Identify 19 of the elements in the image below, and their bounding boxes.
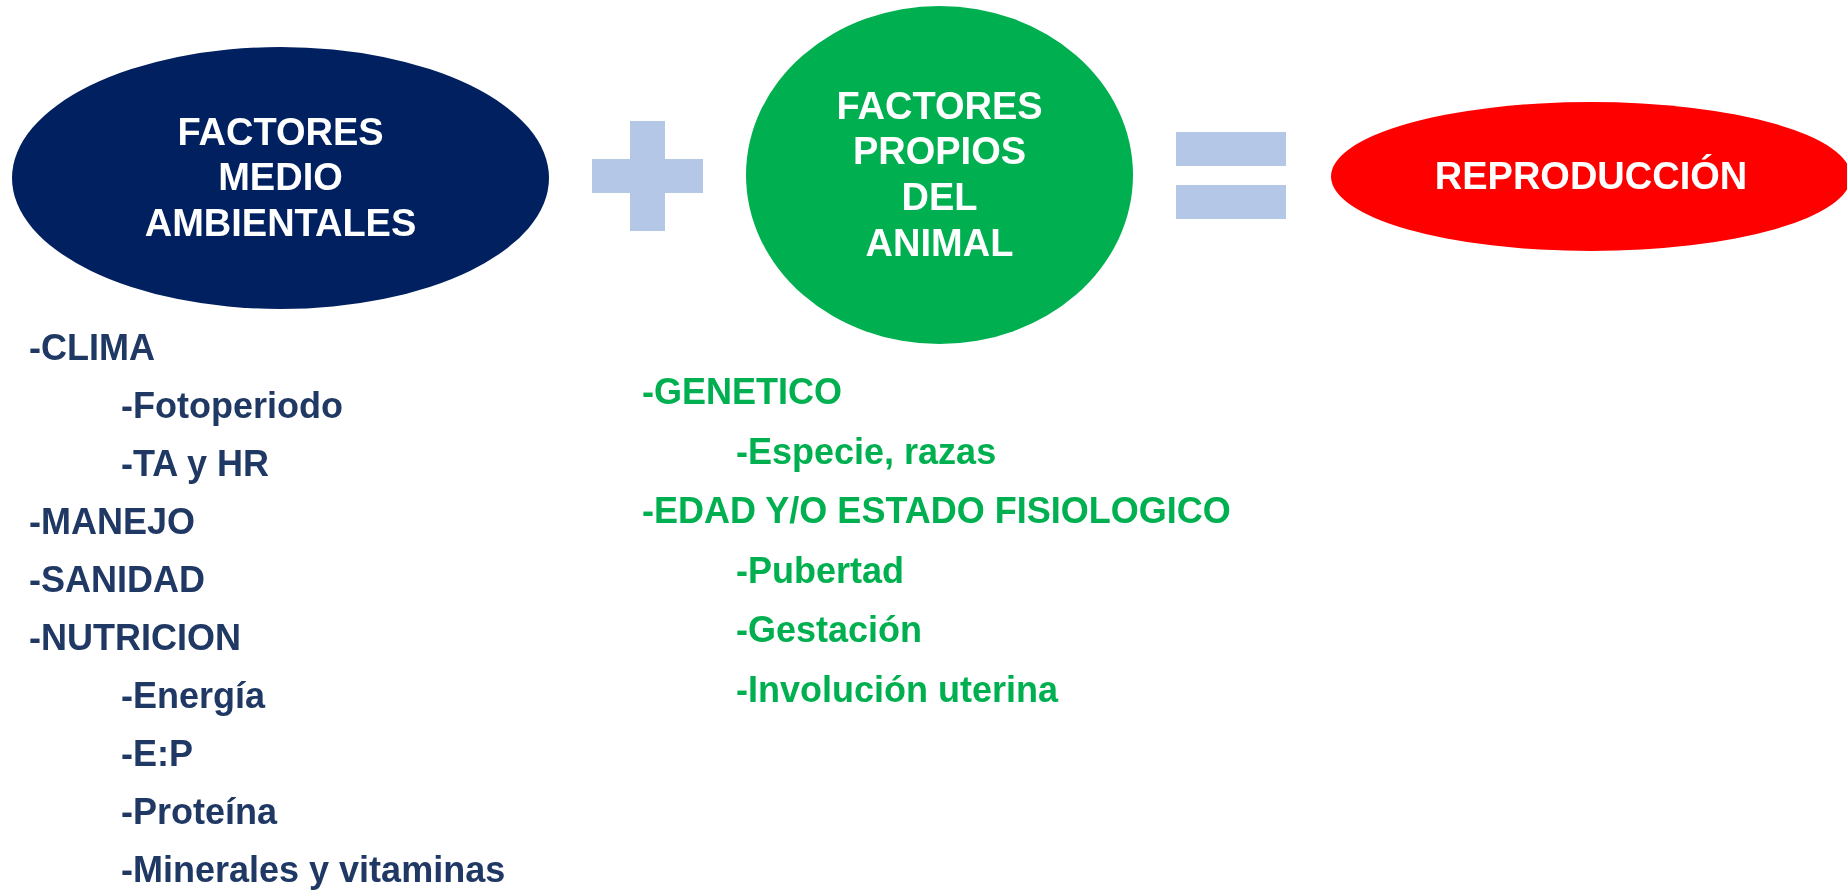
list-item: -E:P bbox=[121, 732, 193, 776]
node-label: FACTORES PROPIOS DEL ANIMAL bbox=[836, 83, 1043, 266]
list-item: -Minerales y vitaminas bbox=[121, 848, 506, 891]
list-item: -Energía bbox=[121, 674, 266, 718]
list-item: -MANEJO bbox=[29, 500, 195, 544]
list-item: -NUTRICION bbox=[29, 616, 241, 660]
list-item: -TA y HR bbox=[121, 442, 269, 486]
list-item: -Especie, razas bbox=[736, 429, 997, 473]
list-item: -CLIMA bbox=[29, 326, 155, 370]
list-item: -Fotoperiodo bbox=[121, 384, 343, 428]
node-label: REPRODUCCIÓN bbox=[1434, 153, 1748, 199]
node-label: FACTORES MEDIO AMBIENTALES bbox=[144, 109, 417, 246]
list-item: -SANIDAD bbox=[29, 558, 205, 602]
list-item: -EDAD Y/O ESTADO FISIOLOGICO bbox=[642, 489, 1231, 533]
list-item: -GENETICO bbox=[642, 370, 842, 414]
list-item: -Gestación bbox=[736, 608, 923, 652]
list-item: -Involución uterina bbox=[736, 667, 1058, 711]
list-item: -Proteína bbox=[121, 790, 278, 834]
list-item: -Pubertad bbox=[736, 548, 904, 592]
